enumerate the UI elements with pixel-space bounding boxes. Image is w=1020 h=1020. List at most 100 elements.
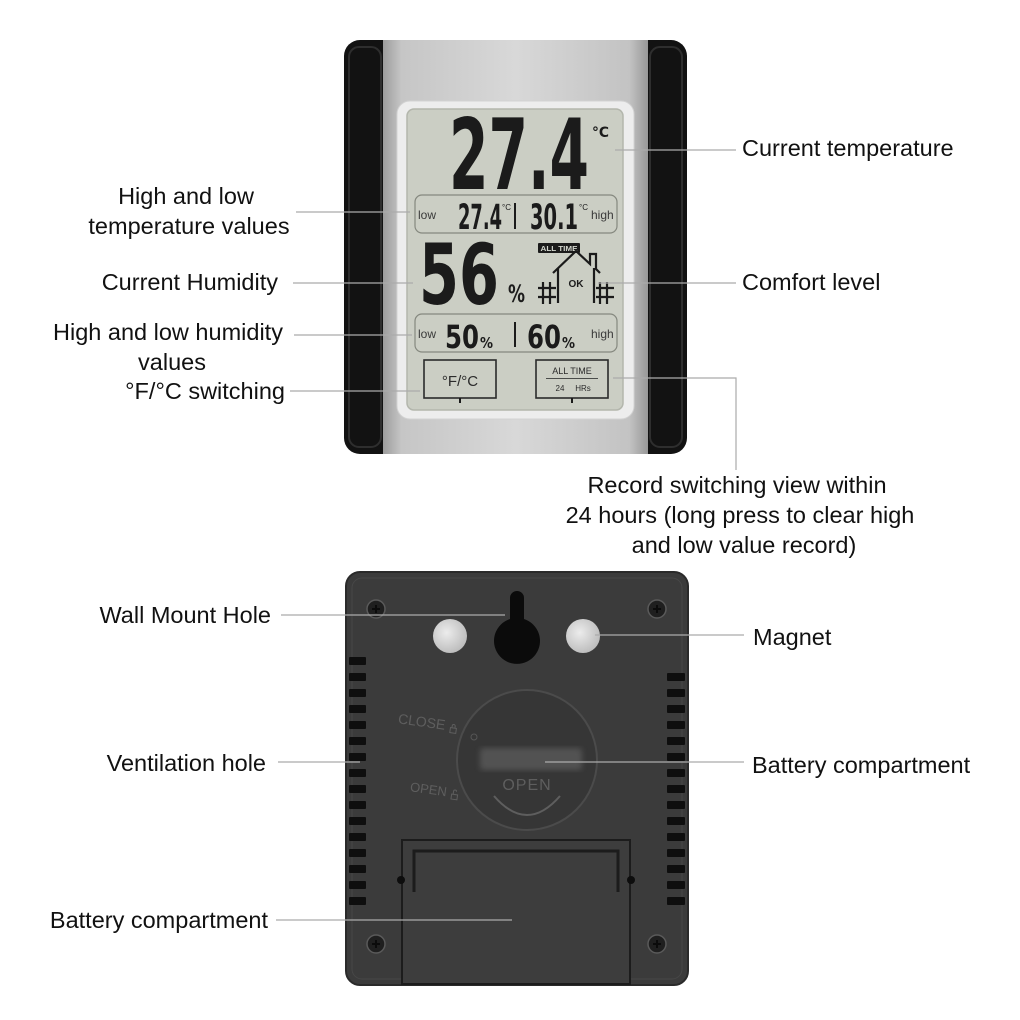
vent-slot [349,881,366,889]
vent-slot [349,721,366,729]
vent-slot [667,673,685,681]
front-view-device: 27.4 °C low 27.4 °C 30.1 °C high 56 % AL… [344,40,687,454]
current-temperature-unit: °C [592,125,609,141]
record-switch-marker [571,398,573,403]
label-high-low-humidity-line-2: values [138,349,206,375]
current-humidity-value: 56 [419,226,499,324]
label-high-low-temperature-line-1: High and low [118,183,255,209]
battery-compartment-stand [397,839,635,985]
lock-body [449,727,457,734]
label-unit-switching: °F/°C switching [125,378,285,404]
vent-slot [667,705,685,713]
ventilation-holes-right [667,673,685,905]
right-end-cap-bevel [649,46,683,448]
label-battery-compartment-stand: Battery compartment [50,907,269,933]
label-comfort-level: Comfort level [742,269,880,295]
label-current-temperature: Current temperature [742,135,954,161]
vent-slot [667,785,685,793]
left-end-cap-bevel [348,46,382,448]
screw-cross-icon [653,940,661,948]
close-engraving: CLOSE [397,710,457,734]
humidity-record-divider [514,322,516,347]
stand-panel [401,839,631,985]
vent-slot [349,833,366,841]
vent-slot [349,689,366,697]
current-temperature-value: 27.4 [449,99,589,213]
vent-slot [667,689,685,697]
battery-cover-arc [493,795,561,816]
back-view-device: CLOSE OPEN OPEN [345,571,689,986]
vent-slot [349,753,366,761]
unit-switch-button: °F/°C [423,359,497,403]
label-wall-mount-hole: Wall Mount Hole [99,602,271,628]
lock-closed-icon [449,724,457,734]
fence-right-icon [596,282,614,304]
vent-slot [667,897,685,905]
label-ventilation-hole: Ventilation hole [107,750,266,776]
record-switch-button: ALL TIME 24 HRs [535,359,609,403]
leader-lines [276,149,744,921]
close-label: CLOSE [397,710,446,732]
vent-slot [667,849,685,857]
screw-cross-icon [372,605,380,613]
screw-bottom-right [647,934,667,954]
lcd-screen [406,108,624,411]
lock-open-icon [450,789,459,801]
humidity-record-frame [414,313,618,353]
comfort-level-text: OK [569,279,585,290]
unit-switch-label: °F/°C [442,373,478,390]
record-switch-hours-number: 24 [556,384,565,393]
vent-slot [667,881,685,889]
unit-switch-marker [459,398,461,403]
vent-slot [667,721,685,729]
stand-inner-frame [412,849,620,892]
vent-slot [667,801,685,809]
vent-slot [349,657,366,665]
vent-slot [667,769,685,777]
vent-slot [667,737,685,745]
vent-slot [349,785,366,793]
vent-slot [349,769,366,777]
battery-cover: OPEN [456,689,598,831]
vent-slot [667,865,685,873]
vent-slot [349,673,366,681]
humidity-high-value: 60 [527,318,561,356]
vent-slot [349,801,366,809]
fence-left-icon [538,282,556,304]
all-time-badge [538,243,580,253]
temperature-high-label: high [591,208,614,222]
record-switch-top-label: ALL TIME [552,366,592,376]
open-label: OPEN [409,779,448,799]
humidity-low-value: 50 [445,318,479,356]
house-roof [552,249,601,274]
comfort-house-icon [538,249,614,304]
label-high-low-humidity-line-1: High and low humidity [53,319,283,345]
record-switch-hours-unit: HRs [575,384,591,393]
house-walls [556,268,596,303]
screw-cross-icon [372,940,380,948]
vent-slot [349,705,366,713]
lcd-contents: 27.4 °C low 27.4 °C 30.1 °C high 56 % AL… [414,99,618,403]
battery-cover-indicator-dot [470,733,478,741]
vent-slot [667,753,685,761]
label-record-switching-line-1: Record switching view within [587,472,886,498]
stand-hinge-left [397,876,405,884]
battery-cover-label-area [480,748,582,770]
lock-shackle [451,724,456,729]
callout-labels: Current temperature High and low tempera… [50,135,971,933]
temperature-low-label: low [418,208,436,222]
vent-slot [349,849,366,857]
temperature-high-value: 30.1 [530,198,578,238]
humidity-high-unit: % [562,334,575,352]
temperature-record-frame [414,194,618,234]
ventilation-holes-left [349,657,366,905]
lock-body [450,793,459,801]
vent-slot [349,865,366,873]
vent-slot [349,817,366,825]
battery-cover-open-label: OPEN [502,777,551,794]
vent-slot [349,897,366,905]
vent-slot [667,833,685,841]
magnet-left [433,619,467,653]
label-record-switching-line-2: 24 hours (long press to clear high [566,502,915,528]
